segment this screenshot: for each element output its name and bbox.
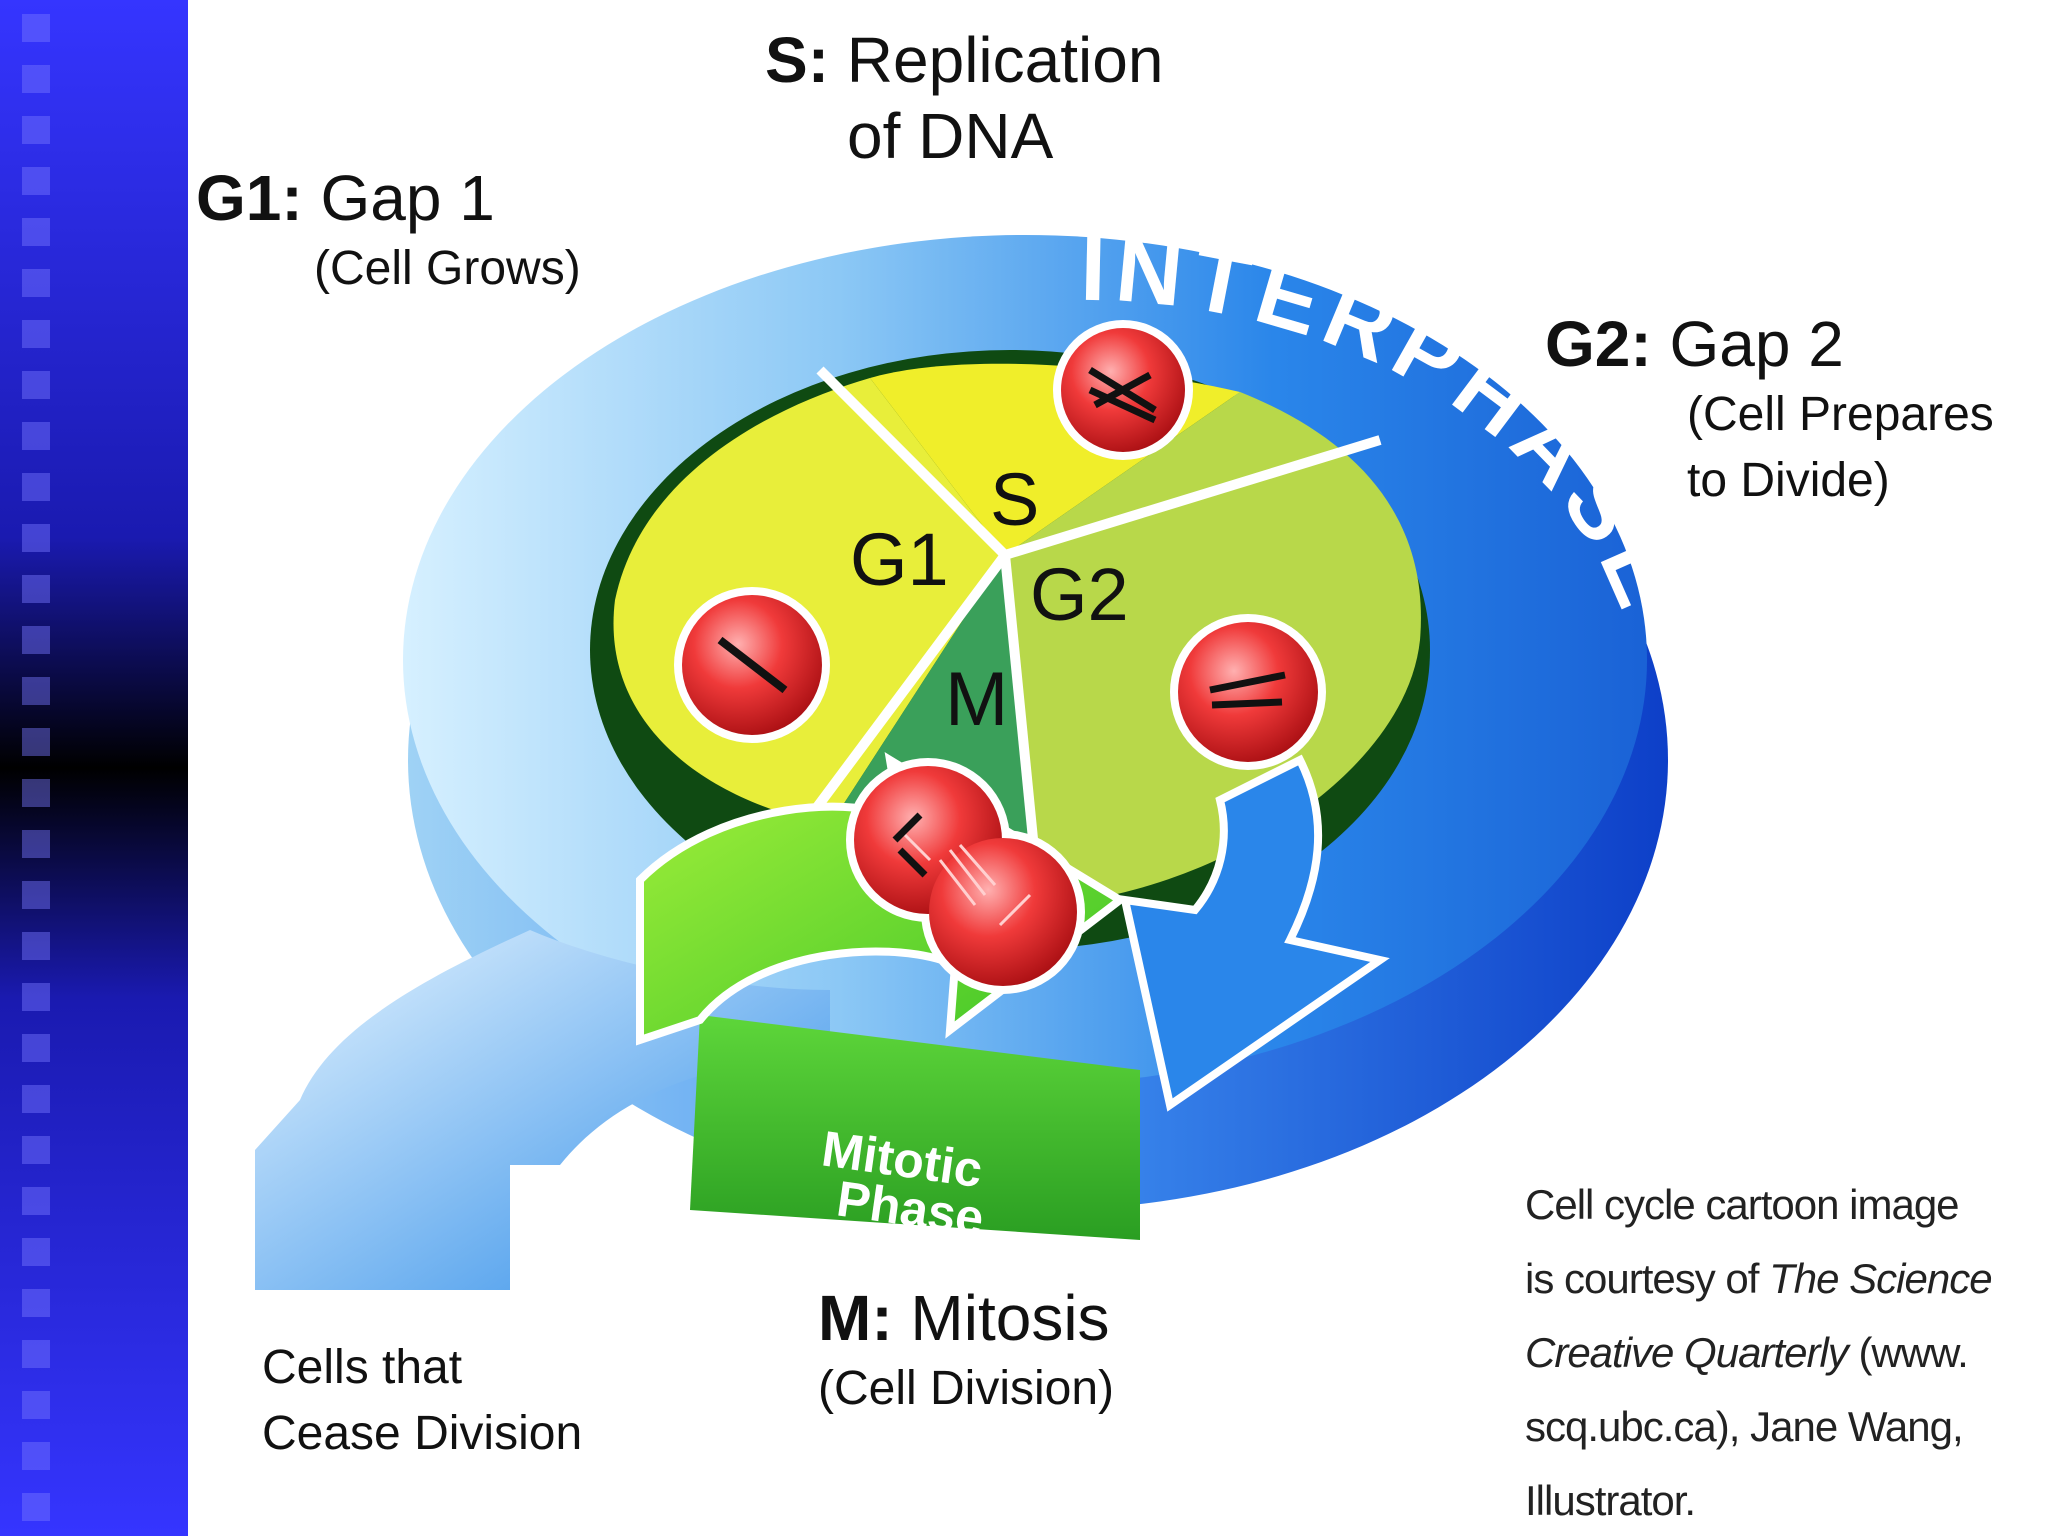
g2-phase-subtitle-line1: (Cell Prepares [1687,388,1994,441]
cell-s [1053,320,1193,460]
cell-g2 [1170,614,1326,770]
mitotic-phase-band [690,1015,1140,1240]
g2-phase-code: G2: [1545,308,1652,380]
cease-line2: Cease Division [262,1407,583,1460]
credit-line3b: (www. [1847,1329,1968,1376]
side-square [22,1085,50,1113]
g1-phase-title: Gap 1 [320,162,495,234]
side-square [22,677,50,705]
side-square [22,1289,50,1317]
m-phase-subtitle: (Cell Division) [818,1362,1115,1415]
side-square [22,371,50,399]
image-credit: Cell cycle cartoon image is courtesy of … [1525,1168,1993,1538]
side-square [22,167,50,195]
s-phase-title-line2: of DNA [847,100,1054,172]
s-phase-title-line1: Replication [846,24,1164,96]
side-square-pattern [22,0,52,1536]
side-square [22,932,50,960]
side-square [22,14,50,42]
side-square [22,269,50,297]
cell-dividing [846,758,1085,994]
credit-line2b: The Science [1769,1255,1992,1302]
side-square [22,524,50,552]
credit-line2a: is courtesy of [1525,1255,1770,1302]
return-arrow-head [1119,754,1390,1112]
sector-label-g1: G1 [850,518,949,601]
side-square [22,983,50,1011]
credit-line3a: Creative Quarterly [1525,1329,1849,1376]
cease-line1: Cells that [262,1341,463,1394]
side-square [22,116,50,144]
cell-g1 [674,587,830,743]
side-band [0,0,188,1536]
s-phase-code: S: [765,24,829,96]
side-square [22,1391,50,1419]
label-g2-phase: G2: Gap 2 (Cell Prepares to Divide) [1545,306,1994,514]
g1-phase-code: G1: [196,162,303,234]
side-square [22,320,50,348]
credit-line5: Illustrator. [1525,1477,1696,1524]
side-square [22,65,50,93]
m-phase-title: Mitosis [910,1282,1110,1354]
side-square [22,1136,50,1164]
side-square [22,830,50,858]
label-m-phase: M: Mitosis (Cell Division) [818,1280,1114,1422]
side-square [22,1238,50,1266]
g2-phase-subtitle-line2: to Divide) [1687,454,1890,507]
g2-phase-title: Gap 2 [1669,308,1844,380]
side-square [22,1340,50,1368]
side-square [22,473,50,501]
sector-label-m: M [945,657,1008,742]
sector-label-s: S [990,458,1039,541]
credit-line1: Cell cycle cartoon image [1525,1181,1960,1228]
side-square [22,1187,50,1215]
g1-phase-subtitle: (Cell Grows) [314,242,581,295]
side-square [22,779,50,807]
side-square [22,626,50,654]
label-g1-phase: G1: Gap 1 (Cell Grows) [196,160,581,302]
side-square [22,1493,50,1521]
side-square [22,218,50,246]
side-square [22,575,50,603]
label-s-phase: S: Replication of DNA [765,22,1163,174]
sector-label-g2: G2 [1030,553,1129,636]
m-phase-code: M: [818,1282,893,1354]
side-square [22,422,50,450]
label-cease-division: Cells that Cease Division [262,1335,582,1467]
side-square [22,881,50,909]
side-square [22,1442,50,1470]
side-square [22,728,50,756]
credit-line4: scq.ubc.ca), Jane Wang, [1525,1403,1964,1450]
side-square [22,1034,50,1062]
